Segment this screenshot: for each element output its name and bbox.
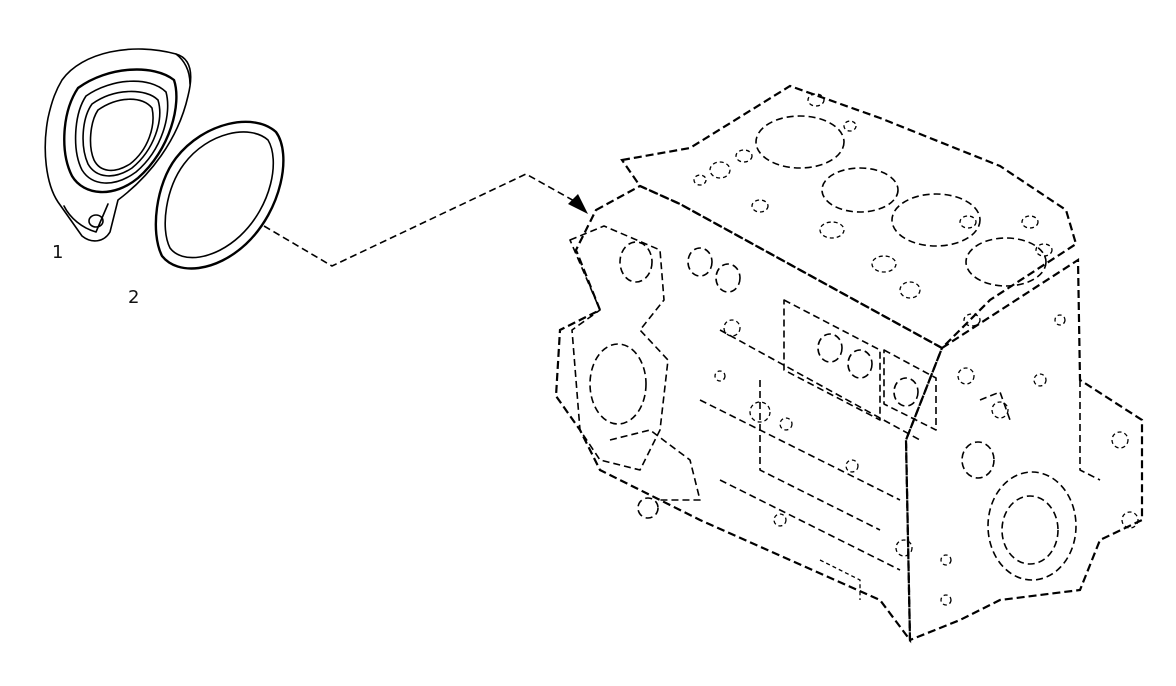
o-ring-part: [154, 120, 285, 270]
callout-label-2: 2: [128, 287, 140, 308]
leader-arrowhead: [568, 194, 588, 214]
seal-housing-part: [44, 48, 192, 242]
callout-label-1: 1: [52, 242, 64, 263]
assembly-leader-line: [263, 173, 588, 267]
engine-block: [554, 84, 1144, 644]
